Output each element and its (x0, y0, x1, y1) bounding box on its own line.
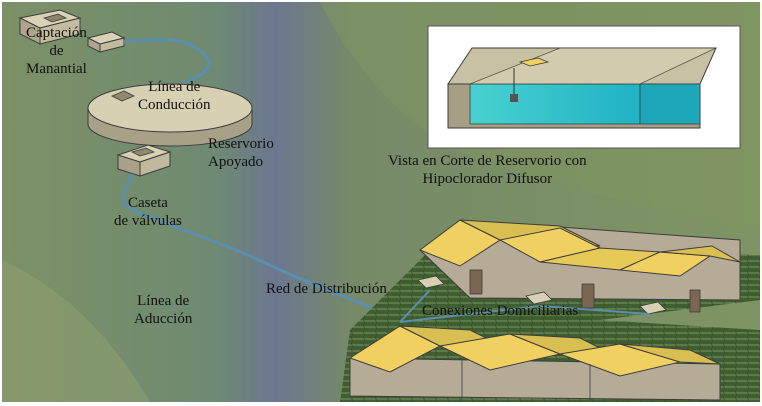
label-reservoir-section-line2: Hipoclorador Difusor (422, 171, 553, 187)
label-valve-box-line1: Caseta (127, 195, 168, 211)
conduction-pipe (123, 37, 211, 84)
label-valve-box-line2: de válvulas (114, 213, 182, 229)
label-conduction-line2: Conducción (138, 97, 211, 113)
adduction-pipe (122, 173, 401, 324)
houses-front-row (348, 325, 721, 401)
label-reservoir-line1: Reservorio (208, 136, 274, 152)
label-adduction-line: Línea de Aducción (134, 292, 192, 328)
label-reservoir: Reservorio Apoyado (208, 135, 274, 171)
label-adduction-line2: Aducción (134, 311, 193, 327)
label-adduction-line1: Línea de (137, 293, 190, 309)
label-spring-catchment-line2: de (49, 43, 64, 59)
label-reservoir-section: Vista en Corte de Reservorio con Hipoclo… (388, 152, 587, 188)
label-spring-catchment-line1: Captación (26, 25, 87, 41)
reservoir-tank (87, 83, 253, 147)
reservoir-cross-section-inset (427, 25, 741, 149)
label-conduction-line1: Línea de (148, 79, 201, 95)
label-spring-catchment: Captación de Manantial (26, 24, 87, 78)
label-spring-catchment-line3: Manantial (26, 61, 87, 77)
spring-catchment-structure (18, 9, 126, 53)
valve-box (116, 144, 172, 177)
label-conduction-line: Línea de Conducción (138, 78, 211, 114)
label-valve-box: Caseta de válvulas (114, 194, 182, 230)
lower-slope (2, 260, 150, 402)
houses-back-row (417, 219, 741, 315)
distribution-branches (399, 289, 651, 323)
label-household-connections: Conexiones Domiciliarias (422, 303, 579, 319)
label-distribution-network: Red de Distribución (266, 281, 387, 297)
label-reservoir-line2: Apoyado (208, 154, 263, 170)
label-reservoir-section-line1: Vista en Corte de Reservorio con (388, 153, 587, 169)
